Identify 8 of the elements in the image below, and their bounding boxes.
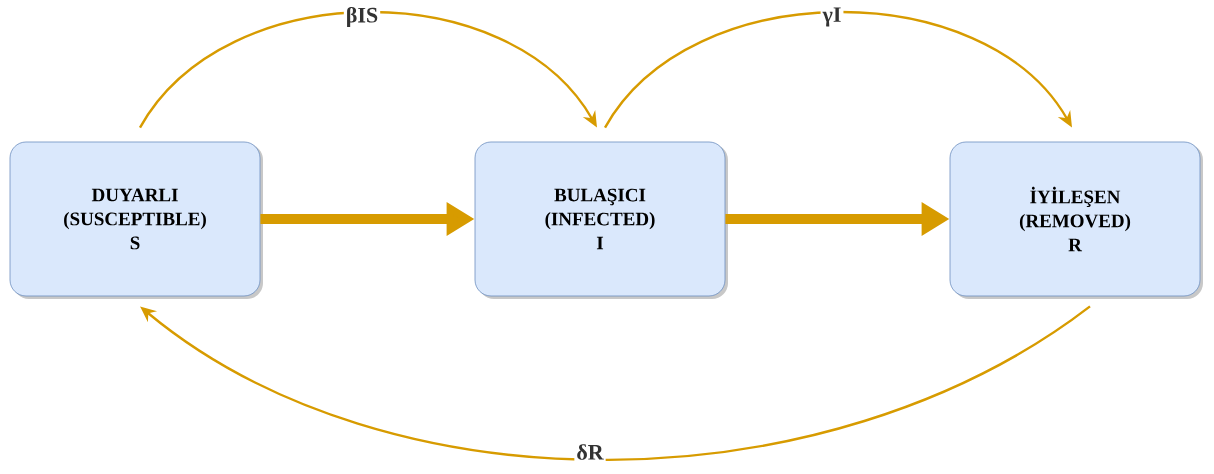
arrow [139,10,597,129]
edge-label: βIS [347,6,378,28]
edge-label: δR [577,444,604,460]
edge-label: γI [822,7,841,27]
process-box: DUYARLI (SUSCEPTIBLE) S [9,141,263,299]
arrow [604,10,1072,129]
process-box: BULAŞICI (INFECTED) I [474,141,728,299]
process-box: İYİLEŞEN (REMOVED) R [949,141,1203,299]
